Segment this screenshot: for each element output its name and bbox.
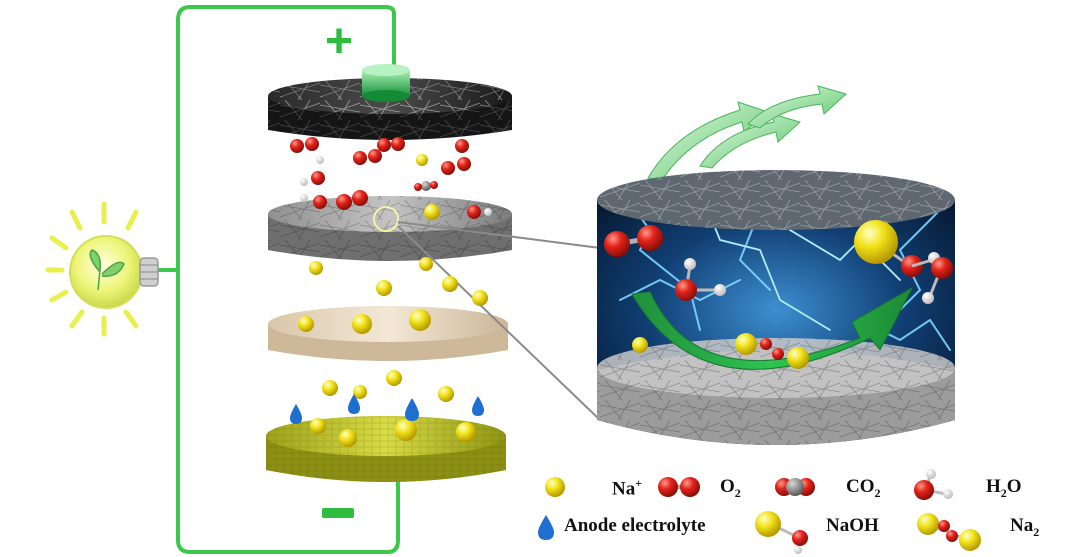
cathode-side-molecules [290, 137, 492, 220]
electrolyte-drops [290, 394, 484, 424]
positive-terminal [362, 64, 410, 102]
legend-naoh-label: NaOH [826, 515, 879, 536]
legend-co2-symbol [775, 478, 815, 496]
legend-sodium-ion-label: Na+ [612, 476, 643, 500]
legend-co2-label: CO2 [846, 476, 881, 500]
legend-naoh-symbol [755, 511, 808, 554]
legend-na2o2-symbol [917, 513, 981, 551]
legend-sodium-ion-symbol [545, 477, 565, 497]
magnified-reaction-panel [597, 170, 955, 445]
lightbulb-icon [45, 201, 159, 337]
panel-molecules [604, 220, 953, 369]
zoom-lines [397, 221, 601, 421]
sodium-ions [298, 257, 488, 447]
airflow-arrows [647, 85, 848, 181]
legend-na2o2-label: Na2 [1010, 515, 1040, 539]
legend-water-label: H2O [986, 476, 1022, 500]
legend-symbols [538, 469, 981, 554]
legend-oxygen-symbol [658, 477, 700, 497]
reaction-arrow [631, 286, 914, 370]
positive-sign: + [325, 15, 353, 68]
electrolyte-drop-icon [538, 515, 554, 540]
zoom-focus-ring [373, 206, 399, 232]
legend-oxygen-label: O2 [720, 476, 741, 500]
circuit-wire [158, 5, 400, 554]
catalyst-disc [268, 196, 512, 261]
negative-sign [322, 508, 354, 518]
electrolyte-membrane-disc [268, 306, 508, 361]
legend-water-symbol [914, 469, 953, 500]
legend-anode-electrolyte-label: Anode electrolyte [564, 515, 706, 536]
